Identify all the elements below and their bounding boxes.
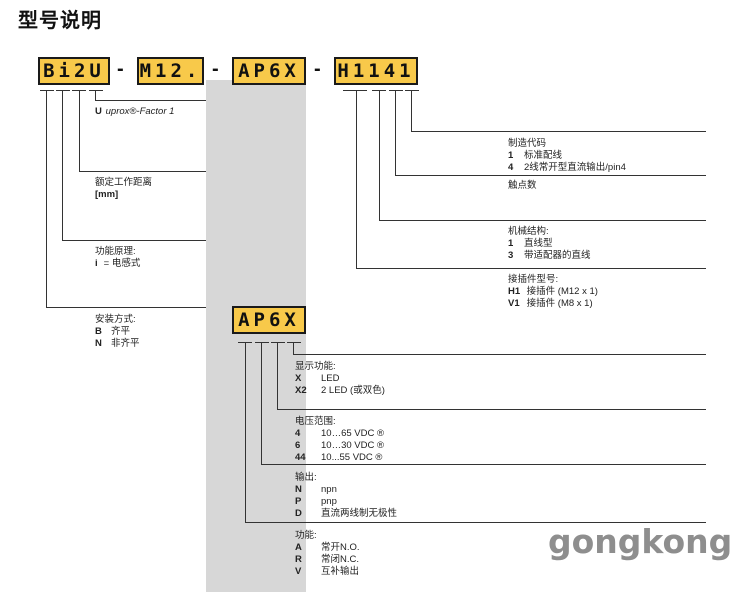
separator-dash: - [212, 58, 219, 80]
code-box-ap6x-detail: AP6X [232, 306, 306, 334]
ap6x-column [206, 80, 306, 592]
connector-label: 接插件型号: H1 接插件 (M12 x 1) V1 接插件 (M8 x 1) [508, 274, 598, 309]
separator-dash: - [117, 58, 124, 80]
range-label: 额定工作距离 [mm] [95, 177, 153, 200]
u-factor-label: U uprox®-Factor 1 [95, 106, 175, 117]
separator-dash: - [314, 58, 321, 80]
page-title: 型号说明 [18, 8, 102, 32]
code-box-h1141: H1141 [334, 57, 418, 85]
contacts-label: 触点数 [508, 180, 537, 191]
principle-label: 功能原理: i = 电感式 [95, 246, 141, 269]
code-box-ap6x: AP6X [232, 57, 306, 85]
code-box-m12: M12. [137, 57, 204, 85]
code-box-bi2u: Bi2U [38, 57, 110, 85]
watermark: gongkong [548, 522, 733, 561]
